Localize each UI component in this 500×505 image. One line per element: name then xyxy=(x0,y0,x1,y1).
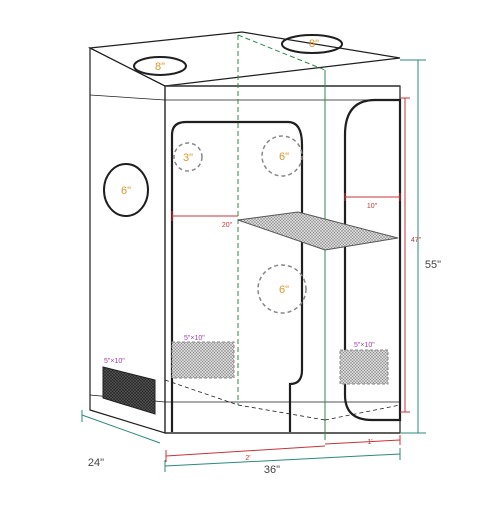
side-port-label: 6" xyxy=(121,185,131,197)
side-vent[interactable] xyxy=(102,366,156,415)
door-vent[interactable] xyxy=(171,341,235,379)
top-port-front[interactable] xyxy=(133,56,187,76)
dim-lines xyxy=(165,97,410,462)
left-section-dim-label: 2' xyxy=(245,455,250,462)
top-band-line xyxy=(89,94,400,101)
right-vent-label: 5"×10" xyxy=(354,342,375,349)
depth-dim-label: 24" xyxy=(88,457,104,469)
top-face xyxy=(87,31,401,87)
door-port-small-label: 3" xyxy=(183,152,193,164)
top-port-back[interactable] xyxy=(281,34,343,54)
door-ports xyxy=(173,135,307,314)
side-port[interactable] xyxy=(103,163,149,217)
top-port-front-label: 8" xyxy=(155,61,165,73)
front-door[interactable] xyxy=(170,120,304,432)
door-port-upper[interactable] xyxy=(261,135,303,177)
right-door[interactable] xyxy=(343,98,402,422)
side-vent-label: 5"×10" xyxy=(104,358,125,365)
door-port-lower[interactable] xyxy=(257,264,307,314)
right-section-dim-label: 1' xyxy=(367,439,372,446)
dim-lines-outer xyxy=(81,59,426,472)
top-port-back-label: 8" xyxy=(309,38,319,50)
floor-dashes xyxy=(164,379,401,421)
right-vent[interactable] xyxy=(339,349,389,385)
door-port-upper-label: 6" xyxy=(279,151,289,163)
overall-height-dim-label: 55" xyxy=(425,259,441,271)
top-ports: 8" 8" xyxy=(133,34,343,76)
door-port-small[interactable] xyxy=(173,142,203,172)
inner-height-dim-label: 47" xyxy=(411,237,422,244)
tray-left-dim-label: 20" xyxy=(222,222,233,229)
door-vent-label: 5"×10" xyxy=(184,335,205,342)
door-port-lower-label: 6" xyxy=(279,284,289,296)
width-dim-label: 36" xyxy=(264,464,280,476)
panel-bands xyxy=(165,85,400,434)
tray-right-dim-label: 10" xyxy=(367,203,378,210)
tray-shelf xyxy=(237,211,399,251)
